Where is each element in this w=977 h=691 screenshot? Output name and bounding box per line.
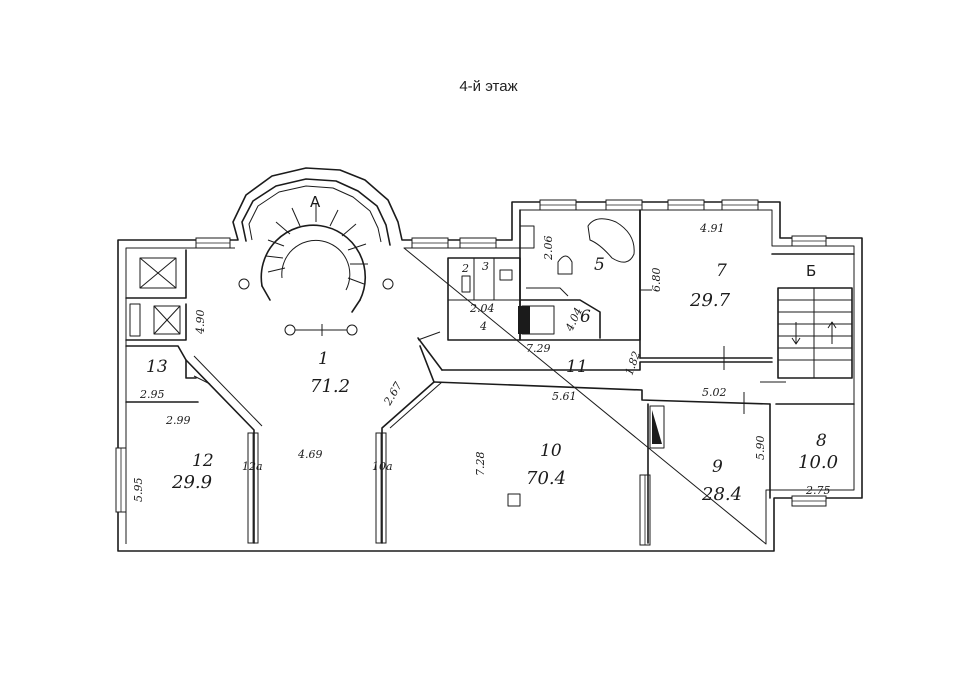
windows bbox=[115, 199, 827, 546]
dimension-label: 7.28 bbox=[474, 452, 487, 477]
room-number: 10 bbox=[540, 441, 562, 461]
outer-walls bbox=[117, 167, 863, 552]
room-number: 5 bbox=[594, 255, 605, 275]
dimension-label: 4.91 bbox=[699, 222, 725, 235]
room-number: 9 bbox=[712, 457, 723, 477]
room-area: 29.9 bbox=[171, 472, 212, 493]
dimension-label: 2.99 bbox=[165, 414, 191, 427]
room-number: 8 bbox=[816, 431, 827, 451]
dimension-label: 4.90 bbox=[194, 310, 207, 336]
room-number: 11 bbox=[566, 357, 588, 377]
dimension-label: 2.75 bbox=[805, 484, 831, 497]
room-area: 28.4 bbox=[701, 484, 742, 505]
room-number: 13 bbox=[146, 357, 168, 377]
spiral-staircase: А bbox=[238, 193, 394, 336]
dimensions: 4.91 6.80 7.29 1.82 5.61 5.02 2.67 2.95 … bbox=[132, 222, 831, 502]
room-area: 10.0 bbox=[798, 452, 838, 473]
floor-title: 4-й этаж bbox=[459, 78, 518, 95]
dimension-label: 5.02 bbox=[702, 386, 727, 399]
dimension-label: 10a bbox=[372, 460, 393, 473]
room-areas: 71.2 2.04 29.7 10.0 28.4 70.4 29.9 bbox=[171, 290, 838, 505]
dimension-label: 12a bbox=[242, 460, 263, 473]
dimension-label: 4.69 bbox=[297, 448, 323, 461]
spiral-stair-label: А bbox=[310, 193, 321, 211]
room-area: 70.4 bbox=[526, 468, 566, 489]
dimension-label: 5.95 bbox=[132, 478, 145, 503]
dimension-label: 2.95 bbox=[139, 388, 165, 401]
interior-walls bbox=[125, 209, 855, 544]
room-area: 2.04 bbox=[469, 302, 495, 315]
room-number: 1 bbox=[318, 349, 329, 369]
room-number: 3 bbox=[482, 260, 489, 273]
dimension-label: 6.80 bbox=[650, 268, 663, 293]
room-number: 12 bbox=[192, 451, 214, 471]
dimension-label: 2.06 bbox=[542, 236, 555, 262]
room-area: 71.2 bbox=[310, 376, 350, 397]
room-number: 4 bbox=[479, 320, 487, 333]
dimension-label: 7.29 bbox=[526, 342, 551, 355]
dimension-label: 5.61 bbox=[552, 390, 577, 403]
dimension-label: 2.67 bbox=[381, 380, 405, 409]
room-area: 29.7 bbox=[689, 290, 731, 311]
room-number: 6 bbox=[580, 307, 591, 327]
room-numbers: 1 2 3 4 5 6 7 8 9 10 11 12 13 bbox=[146, 255, 827, 477]
room-number: 2 bbox=[461, 262, 469, 275]
room-number: 7 bbox=[716, 261, 727, 281]
dimension-label: 5.90 bbox=[754, 436, 767, 461]
stair-b-label: Б bbox=[806, 262, 816, 280]
